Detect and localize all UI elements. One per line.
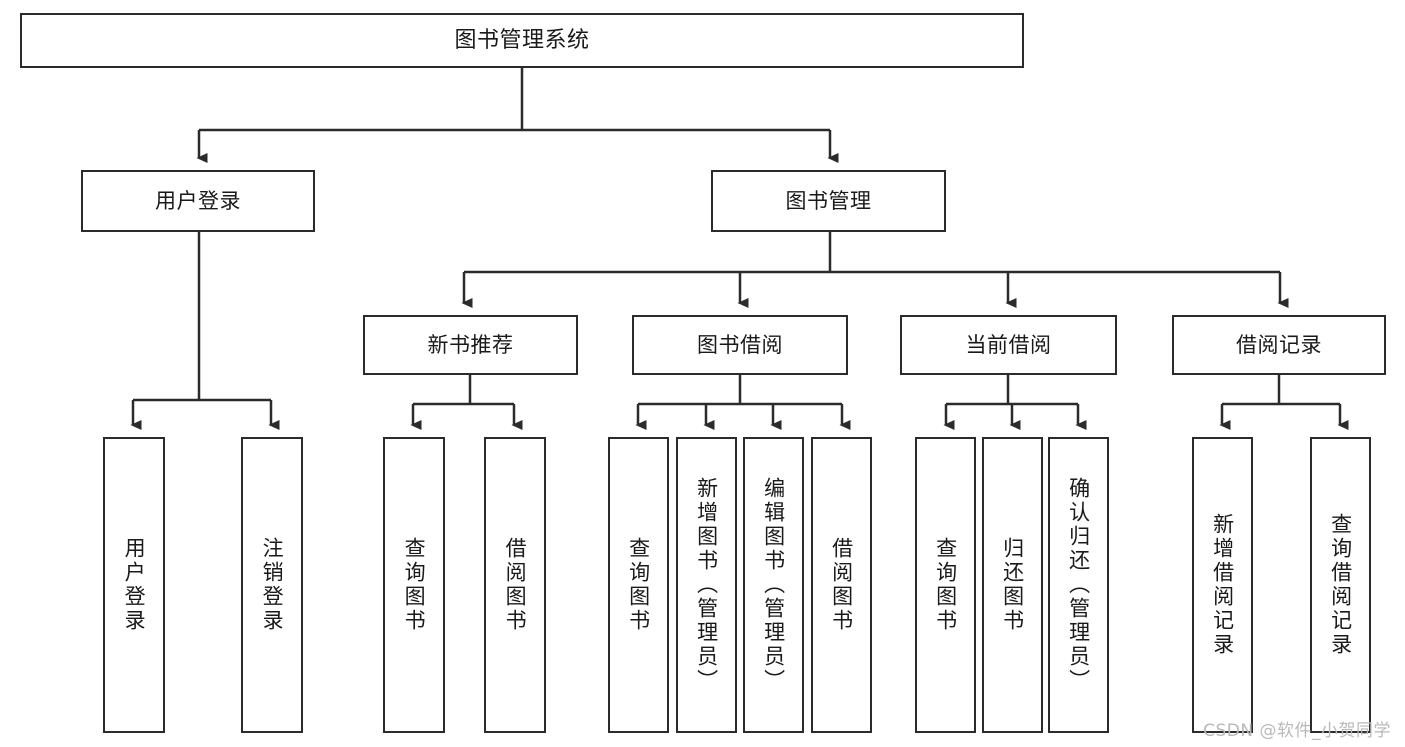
leaf-edit-book-admin[interactable]: 编辑图书（管理员） [743,437,804,733]
node-label: 注销登录 [260,537,285,633]
node-label: 图书借阅 [697,332,783,357]
node-label: 用户登录 [122,537,147,633]
node-user-login[interactable]: 用户登录 [81,170,315,232]
node-label: 查询图书 [626,537,651,633]
leaf-query-borrow-record[interactable]: 查询借阅记录 [1310,437,1371,733]
node-label: 用户登录 [155,188,241,213]
node-book-borrow[interactable]: 图书借阅 [632,315,848,375]
leaf-query-book-recommend[interactable]: 查询图书 [383,437,445,733]
node-borrow-record[interactable]: 借阅记录 [1172,315,1386,375]
node-label: 编辑图书（管理员） [761,477,786,693]
node-book-management[interactable]: 图书管理 [711,170,946,232]
node-label: 图书管理 [785,188,872,213]
leaf-logout[interactable]: 注销登录 [241,437,303,733]
leaf-user-login[interactable]: 用户登录 [103,437,165,733]
leaf-query-book-current[interactable]: 查询图书 [915,437,976,733]
leaf-return-book[interactable]: 归还图书 [982,437,1043,733]
node-label: 借阅记录 [1236,332,1322,357]
leaf-borrow-book[interactable]: 借阅图书 [811,437,872,733]
leaf-add-book-admin[interactable]: 新增图书（管理员） [676,437,737,733]
node-label: 新增图书（管理员） [694,477,719,693]
leaf-query-book-borrow[interactable]: 查询图书 [608,437,669,733]
node-label: 借阅图书 [829,537,854,633]
watermark: CSDN @软件_小贺同学 [1203,721,1391,741]
leaf-borrow-book-recommend[interactable]: 借阅图书 [484,437,546,733]
leaf-confirm-return-admin[interactable]: 确认归还（管理员） [1048,437,1109,733]
leaf-add-borrow-record[interactable]: 新增借阅记录 [1192,437,1253,733]
node-label: 确认归还（管理员） [1066,477,1091,693]
node-root-book-management-system[interactable]: 图书管理系统 [20,13,1024,68]
node-label: 新书推荐 [427,332,514,357]
node-label: 图书管理系统 [454,27,590,53]
node-label: 查询图书 [402,537,427,633]
node-label: 查询图书 [933,537,958,633]
node-new-book-recommend[interactable]: 新书推荐 [363,315,578,375]
node-current-borrow[interactable]: 当前借阅 [900,315,1117,375]
node-label: 借阅图书 [503,537,528,633]
node-label: 查询借阅记录 [1328,513,1353,657]
node-label: 新增借阅记录 [1210,513,1235,657]
node-label: 当前借阅 [965,332,1052,357]
node-label: 归还图书 [1000,537,1025,633]
